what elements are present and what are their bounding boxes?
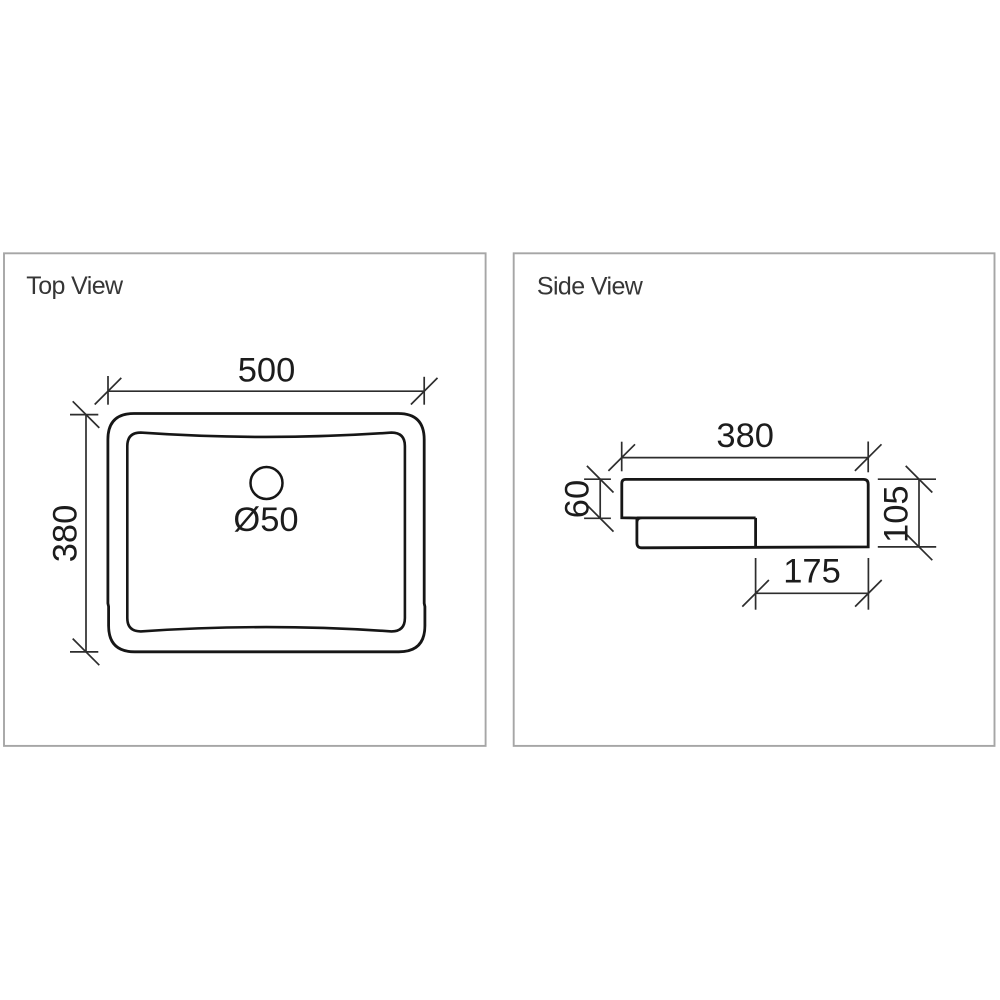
svg-text:105: 105 bbox=[878, 485, 916, 543]
svg-text:60: 60 bbox=[559, 480, 597, 518]
svg-text:Ø50: Ø50 bbox=[233, 501, 298, 539]
svg-text:Top View: Top View bbox=[26, 272, 124, 300]
svg-text:500: 500 bbox=[238, 352, 296, 390]
svg-text:175: 175 bbox=[783, 552, 841, 590]
svg-text:Side View: Side View bbox=[537, 272, 644, 300]
svg-text:380: 380 bbox=[46, 505, 84, 563]
svg-text:380: 380 bbox=[716, 417, 774, 455]
